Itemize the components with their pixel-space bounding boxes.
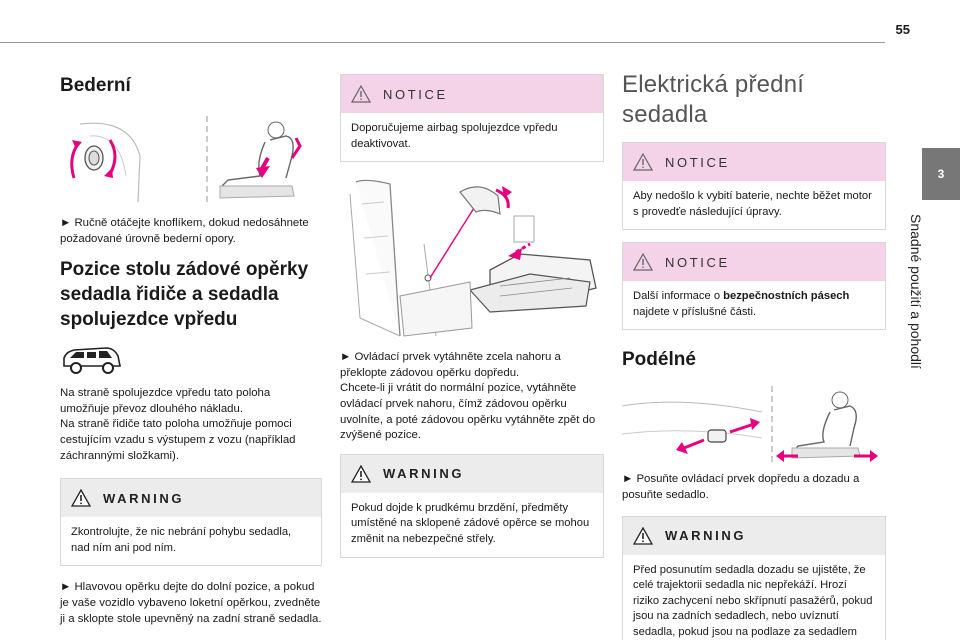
slide-text: ► Posuňte ovládací prvek dopředu a dozad…	[622, 473, 860, 501]
warning-triangle-icon	[351, 464, 371, 483]
warning-triangle-icon	[633, 526, 653, 545]
seat-slide-illustration	[621, 386, 886, 463]
notice-box-airbag: NOTICE Doporučujeme airbag spolujezdce v…	[340, 74, 604, 163]
chapter-tab[interactable]: 3	[922, 148, 960, 200]
column-1: Bederní ► Ručně otáčejte knoflíkem, doku…	[60, 66, 322, 627]
longitudinal-title: Podélné	[622, 349, 696, 371]
warning-label: WARNING	[103, 490, 185, 506]
notice-box-seatbelts: NOTICE Další informace o bezpečnostních …	[622, 242, 886, 331]
notice-triangle-icon	[633, 253, 653, 271]
fold-text-2: Chcete-li ji vrátit do normální pozice, …	[340, 382, 596, 442]
warning-label: WARNING	[665, 528, 747, 544]
table-position-text-3: ► Hlavovou opěrku dejte do dolní pozice,…	[60, 581, 322, 625]
notice-text: Doporučujeme airbag spolujezdce vpředu d…	[351, 122, 558, 150]
warning-text: Zkontrolujte, že nic nebrání pohybu seda…	[71, 526, 292, 554]
chapter-title: Snadné použití a pohodlí	[908, 214, 924, 369]
top-rule	[0, 42, 885, 43]
column-2: NOTICE Doporučujeme airbag spolujezdce v…	[340, 74, 604, 558]
warning-box-2: WARNING Pokud dojde k prudkému brzdění, …	[340, 453, 604, 558]
notice-triangle-icon	[351, 85, 371, 103]
notice-text: Aby nedošlo k vybití baterie, nechte běž…	[633, 190, 872, 218]
notice-label: NOTICE	[383, 86, 448, 102]
table-position-text-1: Na straně spolujezdce vpředu tato poloha…	[60, 387, 271, 415]
notice-label: NOTICE	[665, 254, 730, 270]
seatbelts-link: bezpečnostních pásech	[723, 290, 850, 303]
chapter-number: 3	[937, 167, 945, 181]
notice-triangle-icon	[633, 153, 653, 171]
notice-text: Další informace o bezpečnostních pásech …	[623, 281, 885, 329]
column-3: Elektrická přední sedadla NOTICE Aby ned…	[621, 70, 886, 640]
warning-text: Pokud dojde k prudkému brzdění, předměty…	[351, 501, 590, 545]
lumbar-title: Bederní	[60, 75, 131, 96]
notice-label: NOTICE	[665, 154, 730, 170]
notice-text-pre: Další informace o	[633, 290, 724, 303]
table-position-title: Pozice stolu zádové opěrky sedadla řidič…	[60, 259, 309, 331]
electric-seats-title: Elektrická přední sedadla	[622, 71, 805, 128]
page-number: 55	[895, 22, 910, 37]
warning-label: WARNING	[383, 466, 465, 482]
notice-text-post: najdete v příslušné části.	[633, 305, 757, 318]
warning-box-1: WARNING Zkontrolujte, že nic nebrání poh…	[60, 478, 322, 567]
warning-text: Před posunutím sedadla dozadu se ujistět…	[633, 563, 873, 638]
notice-box-battery: NOTICE Aby nedošlo k vybití baterie, nec…	[622, 142, 886, 231]
fold-text-1: ► Ovládací prvek vytáhněte zcela nahoru …	[340, 351, 561, 379]
van-icon	[60, 344, 322, 376]
table-position-text-2: Na straně řidiče tato poloha umožňuje po…	[60, 418, 296, 462]
seat-fold-illustration	[340, 178, 604, 338]
lumbar-text: ► Ručně otáčejte knoflíkem, dokud nedosá…	[60, 217, 309, 245]
warning-triangle-icon	[71, 489, 91, 507]
lumbar-knob-illustration	[60, 116, 322, 203]
warning-box-3: WARNING Před posunutím sedadla dozadu se…	[622, 515, 886, 640]
